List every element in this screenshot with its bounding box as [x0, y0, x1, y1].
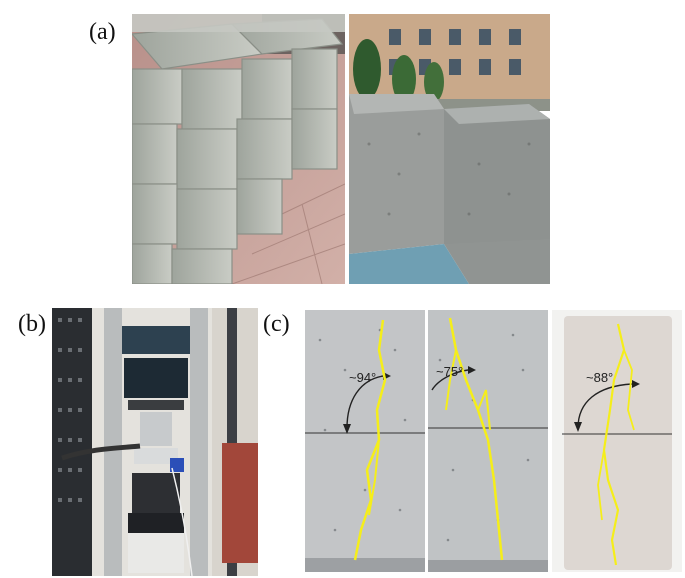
photo-block-closeup	[349, 14, 550, 284]
photo-testing-machine	[52, 308, 258, 576]
angle-label-2: ~75°	[436, 364, 463, 379]
specimen-2: ~75°	[428, 310, 548, 572]
angle-label-1: ~94°	[349, 370, 376, 385]
panel-label-b: (b)	[18, 311, 46, 337]
crack-line	[448, 317, 504, 561]
panel-label-a: (a)	[89, 19, 116, 45]
panel-label-c: (c)	[263, 311, 290, 337]
angle-label-3: ~88°	[586, 370, 613, 385]
specimen-3: ~88°	[552, 310, 682, 572]
photo-block-stack	[132, 14, 345, 284]
specimen-1: ~94°	[305, 310, 425, 572]
